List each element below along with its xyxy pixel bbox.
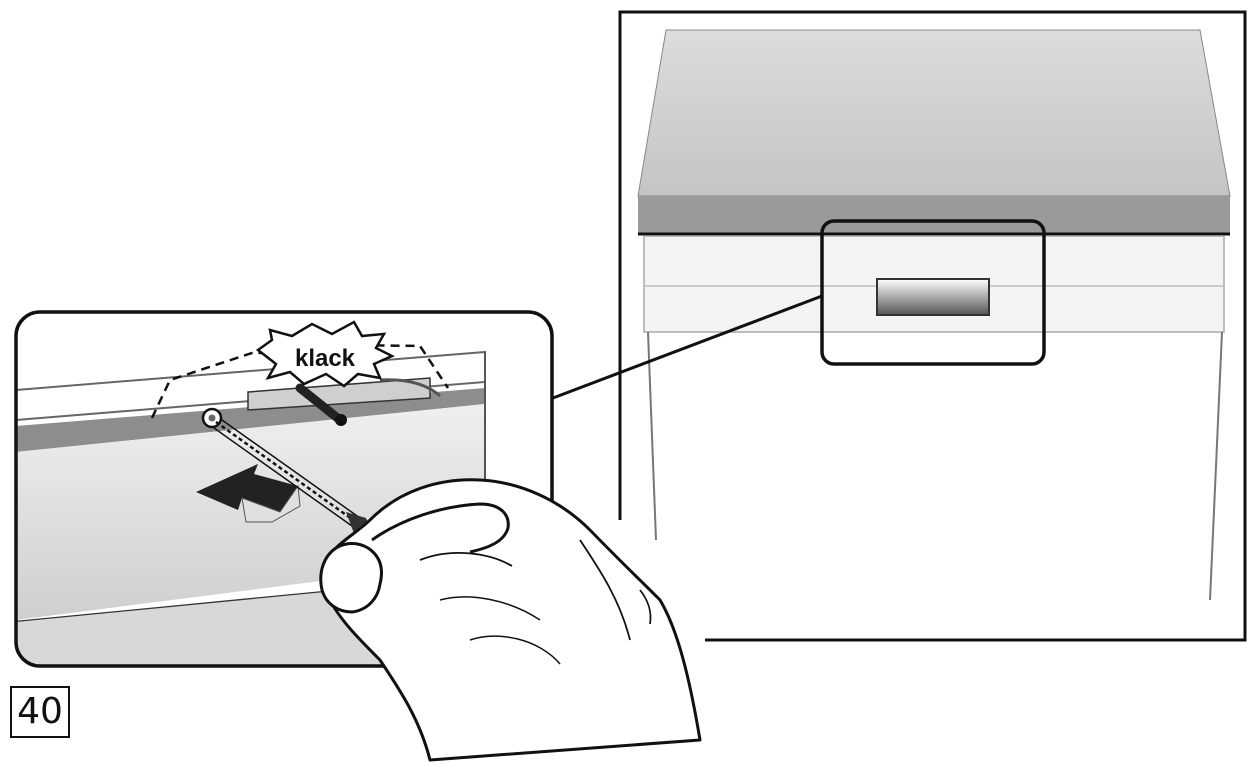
appliance-outline (618, 10, 1247, 642)
hand-thumb (319, 542, 383, 614)
latch-lever (295, 383, 345, 425)
appliance-lid-band (638, 196, 1230, 234)
appliance-lid (637, 29, 1231, 197)
klack-burst (255, 320, 395, 388)
hand-index-finger (371, 502, 510, 554)
inset-frame (14, 310, 554, 668)
klack-label: klack (295, 345, 356, 372)
appliance (618, 10, 1247, 642)
hand (319, 478, 702, 762)
figure-number: 40 (10, 686, 70, 738)
latch-slot (247, 377, 431, 411)
detail-connector-line (552, 294, 823, 400)
push-arrow-icon (196, 464, 298, 512)
hand-outline (323, 478, 702, 762)
door-handle (876, 278, 990, 316)
detail-highlight-box (820, 219, 1046, 366)
